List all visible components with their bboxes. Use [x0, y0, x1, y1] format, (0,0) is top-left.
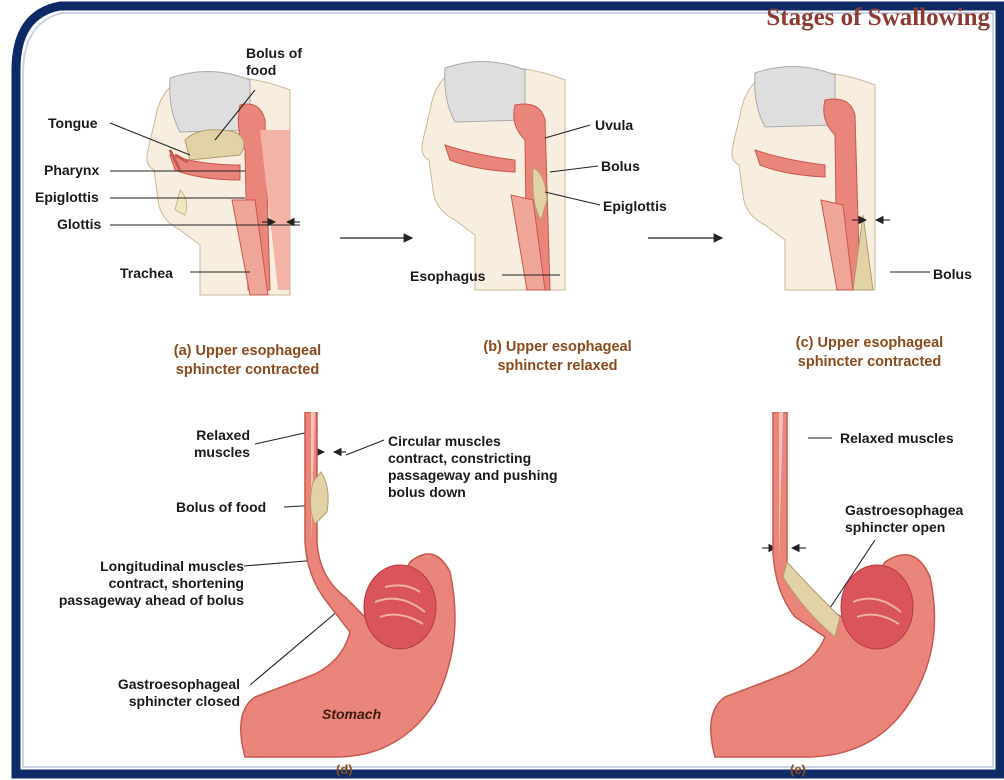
label-stomach: Stomach: [322, 706, 381, 722]
label-bolus-line2: food: [246, 62, 302, 79]
caption-c-line2: sphincter contracted: [782, 353, 957, 372]
label-bolus-c: Bolus: [933, 266, 972, 283]
label-gastro-open-line2: sphincter open: [845, 519, 963, 536]
caption-b-line1: (b) Upper esophageal: [470, 338, 645, 357]
label-gastro-closed-line2: sphincter closed: [90, 693, 240, 710]
label-uvula: Uvula: [595, 117, 633, 134]
caption-a: (a) Upper esophageal sphincter contracte…: [160, 342, 335, 380]
label-circular-line2: contract, constricting: [388, 450, 558, 467]
label-gastro-closed: Gastroesophageal sphincter closed: [90, 676, 240, 710]
label-longitudinal-line2: contract, shortening: [22, 575, 244, 592]
label-bolus-of-food-a: Bolus of food: [246, 45, 302, 79]
label-gastro-closed-line1: Gastroesophageal: [90, 676, 240, 693]
label-gastro-open: Gastroesophagea sphincter open: [845, 502, 963, 536]
label-tongue: Tongue: [48, 115, 98, 132]
label-pharynx: Pharynx: [44, 162, 99, 179]
label-circular-line4: bolus down: [388, 484, 558, 501]
sublabel-d: (d): [336, 762, 353, 777]
caption-b: (b) Upper esophageal sphincter relaxed: [470, 338, 645, 376]
label-glottis: Glottis: [57, 216, 101, 233]
caption-a-line2: sphincter contracted: [160, 361, 335, 380]
stomach-illustration-e: [705, 412, 945, 764]
caption-c-line1: (c) Upper esophageal: [782, 334, 957, 353]
label-bolus-line1: Bolus of: [246, 45, 302, 62]
label-longitudinal-line3: passageway ahead of bolus: [22, 592, 244, 609]
label-esophagus: Esophagus: [410, 268, 485, 285]
label-relaxed-line1: Relaxed: [170, 427, 250, 444]
label-circular-line3: passageway and pushing: [388, 467, 558, 484]
label-trachea: Trachea: [120, 265, 173, 282]
label-longitudinal-line1: Longitudinal muscles: [22, 558, 244, 575]
label-epiglottis-a: Epiglottis: [35, 189, 99, 206]
label-bolus-of-food-d: Bolus of food: [176, 499, 266, 516]
label-relaxed-line2: muscles: [170, 444, 250, 461]
label-bolus-b: Bolus: [601, 158, 640, 175]
caption-a-line1: (a) Upper esophageal: [160, 342, 335, 361]
caption-b-line2: sphincter relaxed: [470, 357, 645, 376]
label-relaxed-muscles-d: Relaxed muscles: [170, 427, 250, 461]
label-circular-muscles: Circular muscles contract, constricting …: [388, 433, 558, 501]
label-relaxed-muscles-e: Relaxed muscles: [840, 430, 954, 447]
caption-c: (c) Upper esophageal sphincter contracte…: [782, 334, 957, 372]
label-longitudinal-muscles: Longitudinal muscles contract, shortenin…: [22, 558, 244, 609]
label-epiglottis-b: Epiglottis: [603, 198, 667, 215]
sublabel-e: (e): [790, 762, 806, 777]
label-gastro-open-line1: Gastroesophagea: [845, 502, 963, 519]
label-circular-line1: Circular muscles: [388, 433, 558, 450]
